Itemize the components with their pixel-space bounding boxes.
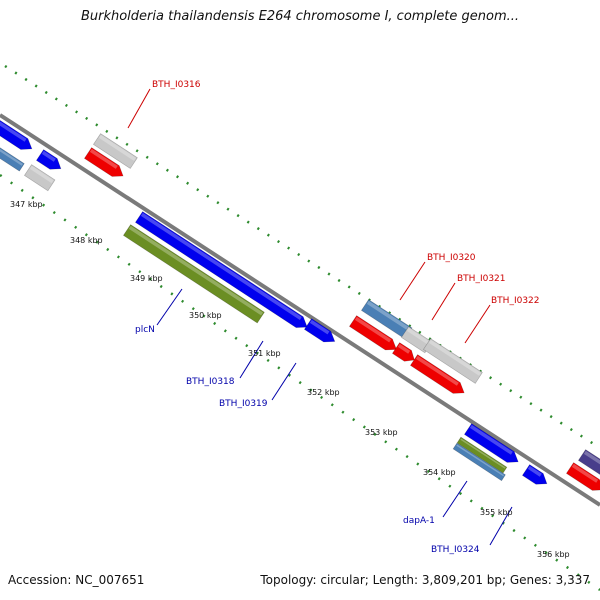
gene-block-dapa-olive[interactable] [456, 436, 508, 474]
kbp-label-354: 354 kbp [423, 468, 456, 477]
gene-block-bth-i0321-red[interactable] [391, 342, 415, 362]
gene-block-right-purple[interactable] [577, 449, 600, 478]
leader-bth-i0318 [239, 340, 264, 379]
kbp-label-351: 351 kbp [248, 349, 281, 358]
leader-bth-i0320 [399, 261, 426, 301]
gene-labels[interactable]: BTH_I0316 BTH_I0320 BTH_I0321 BTH_I0322 … [135, 80, 540, 555]
gene-block-bth-i0319-highlight [309, 319, 330, 335]
gene-block-left-steel-highlight [0, 148, 23, 166]
gene-block-plcn-highlight [128, 225, 264, 316]
gene-block-bth-i0318-highlight [140, 212, 302, 320]
kbp-label-347: 347 kbp [10, 200, 43, 209]
gene-block-bth-i0320-red-highlight [354, 316, 392, 343]
gene-block-bth-i0322-red-highlight [415, 355, 459, 386]
leader-bth-i0319 [271, 362, 297, 401]
accession-text: Accession: NC_007651 [8, 573, 145, 587]
gene-label-bth-i0324[interactable]: BTH_I0324 [431, 545, 480, 555]
gene-block-bth-i0316-gray-highlight [98, 134, 136, 161]
kbp-labels: 347 kbp 348 kbp 349 kbp 350 kbp 351 kbp … [10, 200, 570, 559]
gene-block-dapa-1-highlight [456, 444, 505, 477]
leader-plcn [156, 288, 183, 326]
gene-label-bth-i0322[interactable]: BTH_I0322 [491, 296, 540, 306]
leader-bth-i0321 [431, 282, 456, 321]
gene-block-right-red-highlight [571, 463, 599, 483]
gene-block-plcn[interactable] [122, 224, 265, 324]
gene-block-left-blue-2-highlight [41, 150, 56, 162]
gene-block-bth-i0322-gray[interactable] [422, 338, 483, 384]
gene-features [0, 110, 600, 491]
gene-block-bth-i0320-red[interactable] [348, 315, 397, 351]
gene-block-left-blue-1-highlight [0, 121, 27, 142]
gene-block-dapa-blue[interactable] [463, 423, 519, 463]
leader-dapa-1 [442, 480, 468, 518]
kbp-label-356: 356 kbp [537, 550, 570, 559]
inner-tick-track [0, 173, 600, 592]
gene-block-bth-i0316-red-highlight [89, 148, 118, 169]
kbp-label-355: 355 kbp [480, 508, 513, 517]
gene-label-bth-i0318[interactable]: BTH_I0318 [186, 377, 235, 387]
chromosome-backbone [0, 113, 600, 507]
gene-block-bth-i0316-gray[interactable] [92, 133, 138, 169]
gene-label-plcn[interactable]: plcN [135, 325, 155, 335]
gene-block-bth-i0324[interactable] [521, 464, 548, 485]
gene-label-bth-i0320[interactable]: BTH_I0320 [427, 253, 476, 263]
gene-block-bth-i0324-highlight [527, 465, 542, 477]
label-leaders [127, 88, 513, 546]
gene-label-dapa-1[interactable]: dapA-1 [403, 516, 435, 526]
gene-block-left-blue-2[interactable] [35, 149, 62, 170]
gene-block-bth-i0320-steel-highlight [366, 300, 411, 332]
gene-label-bth-i0321[interactable]: BTH_I0321 [457, 274, 506, 284]
outer-tick-track [4, 64, 600, 450]
genome-summary-text: Topology: circular; Length: 3,809,201 bp… [260, 573, 590, 587]
leader-bth-i0324 [489, 506, 513, 546]
gene-block-right-red[interactable] [565, 462, 600, 491]
kbp-label-349: 349 kbp [130, 274, 163, 283]
gene-block-bth-i0318[interactable] [134, 211, 308, 328]
gene-block-left-gray-highlight [29, 165, 54, 184]
gene-block-bth-i0321-dark-highlight [406, 327, 431, 346]
gene-block-bth-i0322-red[interactable] [409, 354, 465, 394]
gene-block-dapa-blue-highlight [469, 424, 513, 455]
leader-bth-i0316 [127, 88, 151, 129]
kbp-label-352: 352 kbp [307, 388, 340, 397]
gene-block-bth-i0322-gray-highlight [428, 339, 482, 376]
gene-block-bth-i0319[interactable] [303, 318, 336, 343]
gene-label-bth-i0316[interactable]: BTH_I0316 [152, 80, 201, 90]
gene-block-dapa-olive-highlight [460, 438, 506, 469]
gene-block-right-purple-highlight [583, 450, 600, 465]
kbp-label-348: 348 kbp [70, 236, 103, 245]
map-title: Burkholderia thailandensis E264 chromoso… [80, 9, 520, 24]
kbp-label-350: 350 kbp [189, 311, 222, 320]
gene-block-left-gray[interactable] [23, 164, 56, 192]
gene-block-bth-i0316-red[interactable] [83, 147, 124, 177]
gene-block-left-blue-1[interactable] [0, 110, 33, 150]
gene-block-dapa-1[interactable] [452, 442, 506, 482]
gene-block-bth-i0321-red-highlight [397, 343, 411, 354]
gene-block-bth-i0321-dark[interactable] [400, 326, 433, 354]
gene-block-left-steel[interactable] [0, 136, 25, 172]
gene-label-bth-i0319[interactable]: BTH_I0319 [219, 399, 268, 409]
kbp-label-353: 353 kbp [365, 428, 398, 437]
leader-bth-i0322 [464, 304, 491, 344]
